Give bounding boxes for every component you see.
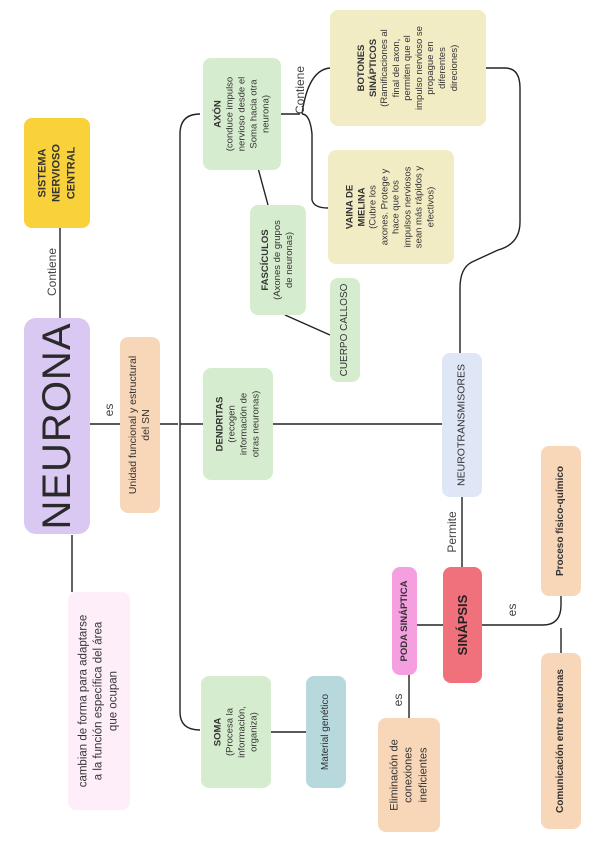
label-contiene-sistema: Contiene [45, 247, 59, 297]
vaina-desc-2: axones. Protege y [379, 168, 391, 246]
fasciculos-title: FASCÍCULOS [260, 229, 272, 291]
unidad-line-1: Unidad funcional y estructural [126, 355, 139, 495]
botones-title-1: BOTONES [355, 44, 367, 92]
eliminacion-node[interactable]: Eliminación de conexiones ineficientes [378, 718, 440, 832]
vaina-desc-4: impulsos nerviosos [402, 166, 414, 248]
vaina-desc-6: efectivos) [425, 186, 437, 228]
axon-desc-3: Soma hacia otra [247, 79, 259, 149]
cuerpo-label: CUERPO CALLOSO [338, 283, 350, 377]
axon-node[interactable]: AXÓN (conduce impulso nervioso desde el … [203, 58, 281, 170]
eliminacion-line-1: Eliminación de [388, 739, 401, 811]
unidad-funcional-node[interactable]: Unidad funcional y estructural del SN [120, 337, 160, 513]
eliminacion-line-3: ineficientes [417, 747, 430, 803]
comunicacion-label: Comunicación entre neuronas [554, 669, 566, 813]
botones-desc-3: permiten que el [402, 35, 414, 101]
poda-sinaptica-node[interactable]: PODA SINÁPTICA [392, 567, 417, 675]
sistema-line-1: SISTEMA [36, 148, 49, 198]
soma-title: SOMA [212, 717, 224, 747]
label-permite: Permite [445, 511, 459, 553]
sistema-line-2: NERVIOSO [50, 144, 63, 202]
soma-node[interactable]: SOMA (Procesa la información, organiza) [201, 676, 271, 788]
comunicacion-neuronas-node[interactable]: Comunicación entre neuronas [541, 653, 581, 829]
axon-desc-1: (conduce impulso [224, 76, 236, 152]
botones-desc-1: (Ramificaciones al [379, 29, 391, 107]
botones-desc-4: impulso nervioso se [413, 26, 425, 110]
cambian-line-1: cambian de forma para adaptarse [77, 614, 90, 788]
proceso-fisico-quimico-node[interactable]: Proceso físico-químico [541, 446, 581, 596]
botones-title-2: SINÁPTICOS [367, 38, 379, 98]
axon-desc-2: nervioso desde el [236, 76, 248, 152]
axon-desc-4: neurona) [259, 94, 271, 134]
fasciculos-node[interactable]: FASCÍCULOS (Axones de grupos de neuronas… [250, 205, 306, 315]
dendritas-desc-2: información de [238, 392, 249, 456]
label-contiene-axon: Contiene [293, 65, 307, 115]
soma-desc-1: (Procesa la [224, 707, 236, 757]
dendritas-desc-3: otras neuronas) [249, 390, 261, 458]
material-label: Material genético [319, 693, 331, 771]
dendritas-desc-1: (recogen [226, 405, 238, 443]
connector-bracket [179, 113, 201, 731]
cuerpo-calloso-node[interactable]: CUERPO CALLOSO [330, 278, 360, 382]
vaina-title-1: VAINA DE [344, 184, 356, 230]
vaina-mielina-node[interactable]: VAINA DE MIELINA (Cubre los axones. Prot… [328, 150, 454, 264]
dendritas-title: DENDRITAS [214, 396, 226, 452]
vaina-desc-1: (Cubre los [367, 185, 379, 229]
neurona-node[interactable]: NEURONA [24, 318, 90, 534]
label-es-unidad: es [102, 403, 116, 417]
fasciculos-desc-1: (Axones de grupos [272, 220, 284, 300]
botones-desc-7: direciones) [448, 44, 460, 92]
botones-desc-6: diferentes [436, 47, 448, 89]
cambian-forma-node[interactable]: cambian de forma para adaptarse a la fun… [68, 592, 130, 810]
sinapsis-label: SINÁPSIS [454, 594, 470, 656]
soma-desc-2: información, [236, 706, 247, 758]
eliminacion-line-2: conexiones [402, 747, 415, 803]
dendritas-node[interactable]: DENDRITAS (recogen información de otras … [203, 368, 273, 480]
label-es-sinapsis: es [505, 603, 519, 617]
sistema-nervioso-node[interactable]: SISTEMA NERVIOSO CENTRAL [24, 118, 90, 228]
cambian-line-3: que ocupan [107, 670, 120, 732]
neurotransmisores-label: NEUROTRANSMISORES [455, 364, 468, 486]
poda-label: PODA SINÁPTICA [398, 580, 410, 662]
unidad-line-2: del SN [140, 409, 152, 441]
proceso-label: Proceso físico-químico [554, 465, 566, 577]
connector-botones-neuro [459, 67, 521, 353]
vaina-title-2: MIELINA [356, 187, 368, 227]
connector-fasciculos-cuerpo [284, 314, 331, 336]
vaina-desc-3: hace que los [391, 180, 402, 234]
connector-contiene-vaina [301, 113, 329, 209]
sinapsis-node[interactable]: SINÁPSIS [443, 567, 482, 683]
neurotransmisores-node[interactable]: NEUROTRANSMISORES [442, 353, 482, 497]
axon-title: AXÓN [212, 100, 224, 128]
material-genetico-node[interactable]: Material genético [306, 676, 346, 788]
soma-desc-3: organiza) [247, 712, 259, 752]
vaina-desc-5: sean más rápidos y [414, 165, 426, 249]
connector-axon-fasciculos [257, 167, 269, 206]
botones-desc-2: final del axon, [390, 38, 402, 98]
neurona-label: NEURONA [35, 322, 79, 530]
botones-sinapticos-node[interactable]: BOTONES SINÁPTICOS (Ramificaciones al fi… [330, 10, 486, 126]
cambian-line-2: a la función específica del área [92, 621, 105, 781]
fasciculos-desc-2: de neuronas) [283, 232, 295, 288]
botones-desc-5: propague en [425, 41, 437, 95]
sistema-line-3: CENTRAL [65, 146, 78, 200]
connector-contiene-botones [301, 67, 331, 115]
label-es-poda: es [391, 693, 405, 707]
connector-es-proceso [542, 596, 562, 626]
